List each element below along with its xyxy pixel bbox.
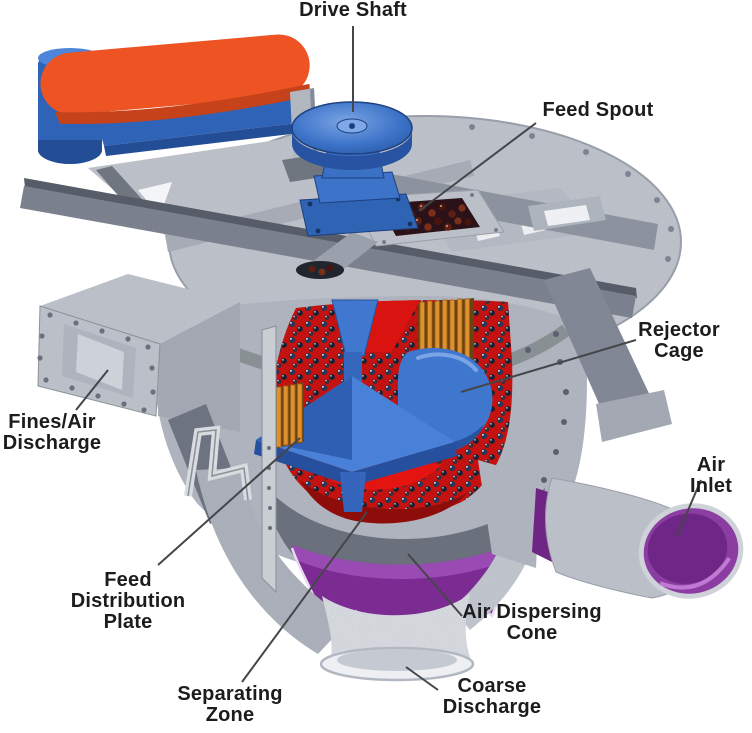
leader-rejector-cage <box>460 339 637 393</box>
air-inlet-pipe <box>478 460 744 599</box>
label-rejector-cage: Rejector Cage <box>638 319 720 362</box>
belt-guard <box>40 34 311 124</box>
label-separating-zone: Separating Zone <box>177 683 283 726</box>
fines-discharge-duct <box>37 274 246 524</box>
label-feed-spout: Feed Spout <box>542 99 654 121</box>
label-fines-air-discharge: Fines/Air Discharge <box>2 411 102 454</box>
label-air-dispersing-cone: Air Dispersing Cone <box>462 601 602 644</box>
leader-separating-zone <box>241 511 368 683</box>
leader-feed-distribution-plate <box>157 437 301 566</box>
leader-fines-air-discharge <box>75 369 109 411</box>
leader-lines <box>75 26 702 691</box>
leader-feed-spout <box>418 122 537 212</box>
bottom-cone-section <box>184 325 545 682</box>
support-leg <box>544 268 672 442</box>
label-air-inlet: Air Inlet <box>689 454 733 497</box>
drive-pulley-stack <box>291 101 419 237</box>
leader-coarse-discharge <box>405 666 439 691</box>
label-coarse-discharge: Coarse Discharge <box>442 675 542 718</box>
leader-air-dispersing-cone <box>407 553 463 617</box>
label-feed-distribution-plate: Feed Distribution Plate <box>70 569 186 633</box>
leader-air-inlet <box>676 479 702 537</box>
label-drive-shaft: Drive Shaft <box>299 0 407 21</box>
rejector-cage-left <box>268 382 304 450</box>
